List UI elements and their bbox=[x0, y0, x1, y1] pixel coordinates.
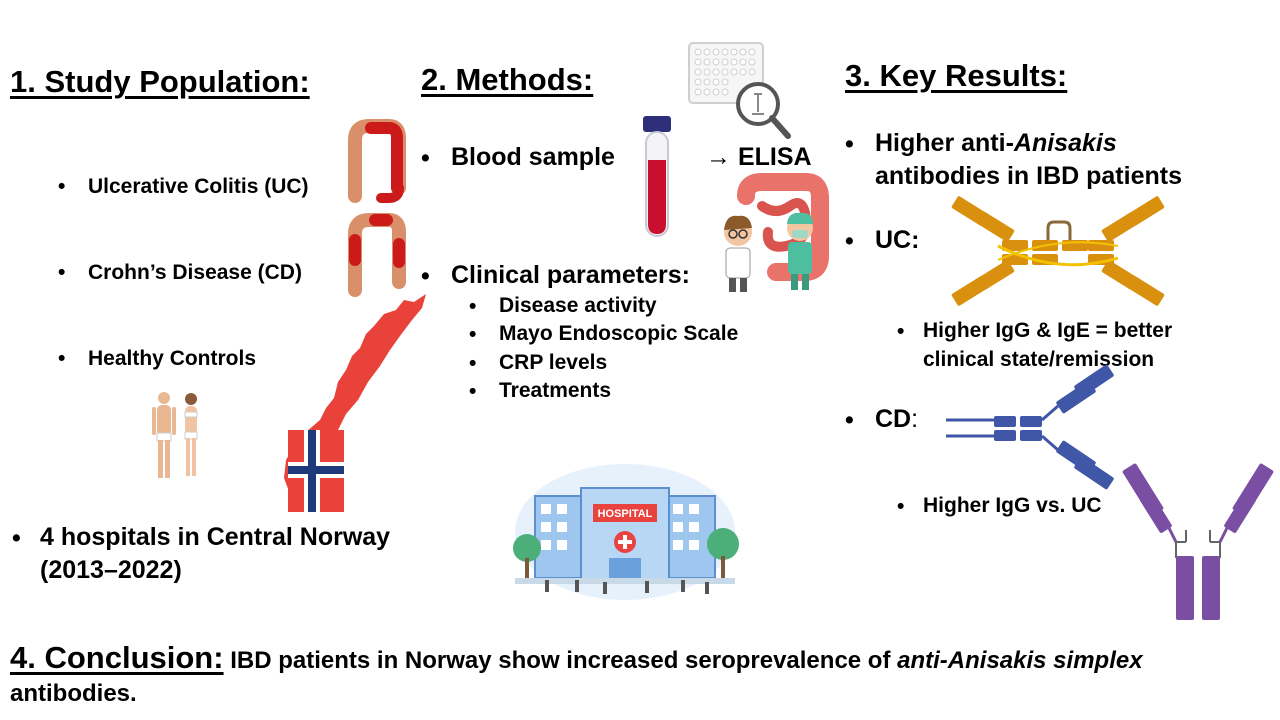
hospitals-line1: 4 hospitals in Central Norway bbox=[40, 523, 391, 551]
group-cd: Crohn’s Disease (CD) bbox=[88, 261, 302, 284]
result-main-line1: Higher anti-Anisakis bbox=[875, 129, 1117, 158]
bullet: • bbox=[469, 295, 477, 318]
hospitals-line2: (2013–2022) bbox=[40, 556, 182, 584]
bullet: • bbox=[897, 495, 905, 518]
result-uc-line2: clinical state/remission bbox=[923, 348, 1155, 371]
bullet: • bbox=[845, 406, 854, 434]
bullet: • bbox=[421, 262, 430, 290]
result-cd-label-text: CD bbox=[875, 405, 912, 433]
antibody-cd-blue-icon bbox=[946, 364, 1114, 490]
bullet: • bbox=[469, 380, 477, 403]
conclusion-text-pre: IBD patients in Norway show increased se… bbox=[223, 647, 898, 674]
result-main-pre: Higher anti- bbox=[875, 129, 1014, 157]
bullet: • bbox=[12, 524, 21, 552]
elisa-label: → ELISA bbox=[706, 143, 812, 171]
section-heading-conclusion: 4. Conclusion: bbox=[10, 640, 224, 675]
hospital-sign: HOSPITAL bbox=[597, 508, 653, 520]
section-heading-population: 1. Study Population: bbox=[10, 64, 310, 99]
param-disease-activity: Disease activity bbox=[499, 294, 657, 317]
bullet: • bbox=[469, 323, 477, 346]
bullet: • bbox=[469, 352, 477, 375]
result-uc-line1: Higher IgG & IgE = better bbox=[923, 319, 1173, 342]
antibody-cd-purple-icon bbox=[1122, 463, 1274, 620]
colon-cd-icon bbox=[348, 213, 406, 297]
bullet: • bbox=[58, 175, 66, 198]
bullet: • bbox=[58, 347, 66, 370]
blood-sample-label: Blood sample bbox=[451, 143, 615, 171]
bullet: • bbox=[845, 130, 854, 158]
blood-tube-icon bbox=[643, 116, 671, 237]
result-cd-text: Higher IgG vs. UC bbox=[923, 494, 1102, 517]
norway-map-icon bbox=[284, 294, 426, 512]
bullet: • bbox=[58, 261, 66, 284]
hospital-icon bbox=[513, 464, 739, 600]
param-crp: CRP levels bbox=[499, 351, 608, 374]
param-treatments: Treatments bbox=[499, 379, 612, 402]
group-healthy: Healthy Controls bbox=[88, 347, 257, 370]
colon-uc-icon bbox=[348, 119, 406, 203]
group-uc: Ulcerative Colitis (UC) bbox=[88, 175, 309, 198]
section-heading-methods: 2. Methods: bbox=[421, 62, 594, 97]
param-mayo-scale: Mayo Endoscopic Scale bbox=[499, 322, 739, 345]
elisa-plate-icon bbox=[688, 42, 791, 139]
doctors-intestine-icon bbox=[724, 173, 829, 292]
section-heading-results: 3. Key Results: bbox=[845, 58, 1068, 93]
conclusion: 4. Conclusion: IBD patients in Norway sh… bbox=[10, 641, 1270, 710]
healthy-people-icon bbox=[152, 392, 198, 478]
result-main-italic: Anisakis bbox=[1013, 129, 1117, 157]
clinical-parameters-label: Clinical parameters: bbox=[451, 261, 690, 289]
conclusion-text-post: antibodies. bbox=[10, 680, 137, 707]
result-main-line2: antibodies in IBD patients bbox=[875, 162, 1182, 190]
antibody-uc-icon bbox=[951, 196, 1165, 306]
bullet: • bbox=[897, 320, 905, 343]
conclusion-text-italic: anti-Anisakis simplex bbox=[897, 647, 1143, 674]
bullet: • bbox=[421, 144, 430, 172]
result-uc-label: UC: bbox=[875, 226, 920, 254]
result-cd-label: CD: bbox=[875, 405, 918, 434]
result-cd-colon: : bbox=[911, 405, 919, 433]
bullet: • bbox=[845, 227, 854, 255]
